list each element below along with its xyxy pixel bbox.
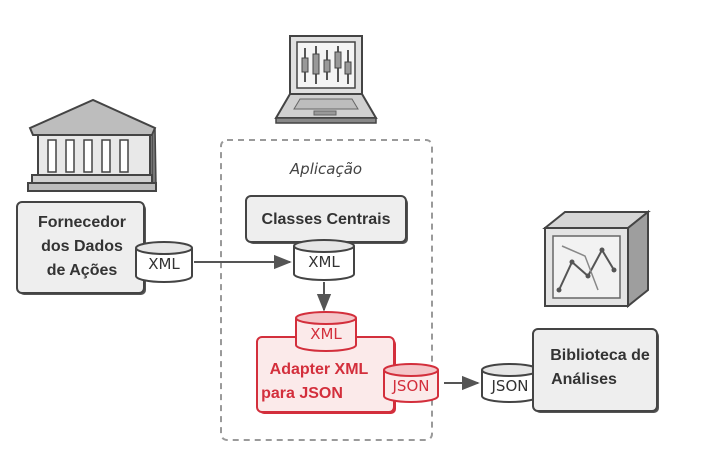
adapter-label-line1: Adapter XML [270, 361, 369, 378]
library-box: Biblioteca de Análises [532, 328, 659, 413]
library-label-line2: Análises [551, 371, 617, 388]
core-xml-database-icon: XML [293, 239, 355, 281]
provider-label-line3: de Ações [47, 262, 118, 279]
provider-xml-label: XML [148, 255, 180, 273]
core-xml-label: XML [308, 253, 340, 271]
adapter-label-line2: para JSON [261, 385, 343, 402]
provider-label-line1: Fornecedor [38, 214, 126, 231]
adapter-xml-database-icon: XML [295, 311, 357, 352]
library-label-line1: Biblioteca de [550, 347, 650, 364]
adapter-json-label: JSON [392, 377, 430, 395]
adapter-json-database-icon: JSON [383, 363, 439, 403]
provider-label-line2: dos Dados [41, 238, 123, 255]
core-classes-label: Classes Centrais [262, 211, 391, 228]
application-label: Aplicação [289, 160, 362, 178]
adapter-xml-label: XML [310, 325, 342, 343]
box-chart-icon [542, 209, 651, 309]
bank-building-icon [27, 98, 157, 192]
provider-box: Fornecedor dos Dados de Ações [16, 201, 146, 295]
core-classes-box: Classes Centrais [245, 195, 408, 244]
provider-xml-database-icon: XML [135, 241, 193, 283]
library-json-label: JSON [491, 377, 529, 395]
application-boundary [220, 139, 433, 441]
laptop-chart-icon [274, 35, 378, 124]
library-json-database-icon: JSON [481, 363, 539, 403]
